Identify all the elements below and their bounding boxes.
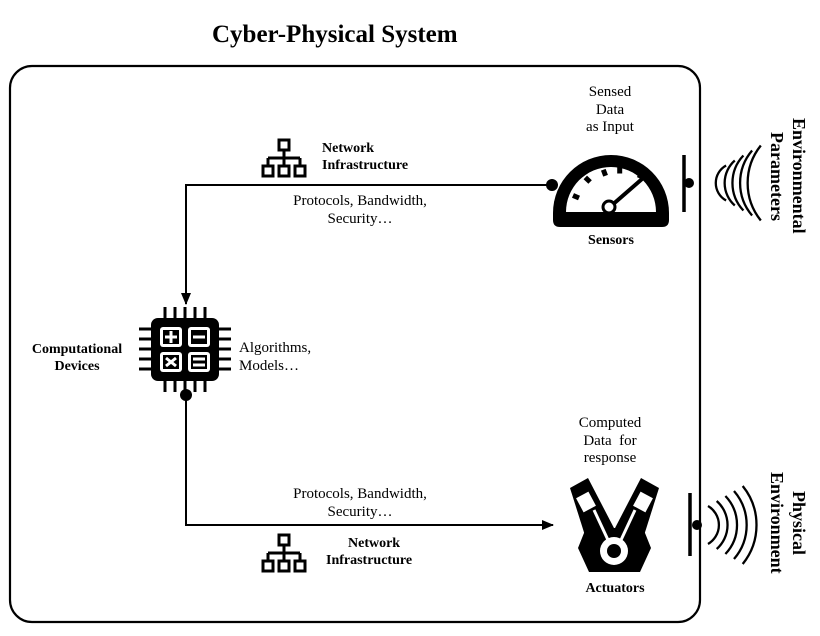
system-boundary: [8, 64, 702, 624]
environmental-parameters-label: Environmental Parameters: [766, 102, 810, 250]
environmental-parameters-line-2: Parameters: [767, 131, 787, 221]
signal-waves-icon: [714, 144, 762, 222]
computational-label-line-2: Devices: [54, 358, 100, 374]
computational-caption-line-2: Models…: [239, 357, 299, 374]
network-bottom-details-line-1: Protocols, Bandwidth,: [293, 486, 427, 502]
connector-sensor-to-computer: [181, 184, 552, 305]
environmental-parameters-line-1: Environmental: [789, 118, 809, 234]
network-bottom-heading-line-1: Network: [348, 536, 401, 551]
network-top-heading: Network Infrastructure: [322, 141, 408, 174]
network-top-details-line-2: Security…: [327, 210, 393, 227]
network-bottom-heading: Network Infrastructure: [326, 536, 412, 569]
page-title: Cyber-Physical System: [212, 21, 458, 48]
network-bottom-details: Protocols, Bandwidth, Security…: [270, 486, 450, 521]
physical-environment-line-2: Environment: [767, 472, 787, 574]
computational-caption-line-1: Algorithms,: [239, 340, 312, 356]
actuator-interface-dot: [692, 520, 702, 530]
sensors-caption-line-1: Sensed: [588, 84, 632, 100]
physical-environment-label: Physical Environment: [766, 458, 810, 588]
gauge-icon: [553, 155, 669, 227]
network-top-details-line-1: Protocols, Bandwidth,: [293, 193, 427, 209]
network-bottom-heading-line-2: Infrastructure: [326, 552, 413, 568]
connector-computer-to-actuator: [185, 395, 554, 530]
physical-environment-line-1: Physical: [789, 490, 809, 555]
computational-caption: Algorithms, Models…: [239, 340, 311, 375]
actuators-caption-line-1: Computed: [578, 415, 642, 431]
network-icon: [261, 138, 307, 178]
sensors-caption-line-3: as Input: [586, 119, 634, 136]
actuators-caption-line-2: Data for: [583, 432, 637, 449]
connector-dot-sensor: [546, 179, 558, 191]
computational-label-line-1: Computational: [31, 342, 123, 357]
computational-label: Computational Devices: [16, 342, 138, 375]
actuators-caption: Computed Data for response: [560, 415, 660, 468]
sensors-label: Sensors: [588, 233, 634, 248]
sensors-caption: Sensed Data as Input: [560, 84, 660, 137]
sensors-caption-line-2: Data: [595, 101, 625, 118]
actuators-label: Actuators: [585, 581, 645, 596]
connector-dot-computer: [180, 389, 192, 401]
network-top-heading-line-2: Infrastructure: [322, 157, 409, 173]
sensor-interface-dot: [684, 178, 694, 188]
signal-waves-icon: [707, 485, 758, 565]
engine-icon: [570, 478, 659, 572]
actuators-caption-line-3: response: [583, 450, 637, 467]
cpu-icon: [139, 307, 231, 392]
network-top-details: Protocols, Bandwidth, Security…: [270, 193, 450, 228]
network-icon: [261, 533, 307, 573]
network-bottom-details-line-2: Security…: [327, 503, 393, 520]
network-top-heading-line-1: Network: [322, 141, 375, 156]
